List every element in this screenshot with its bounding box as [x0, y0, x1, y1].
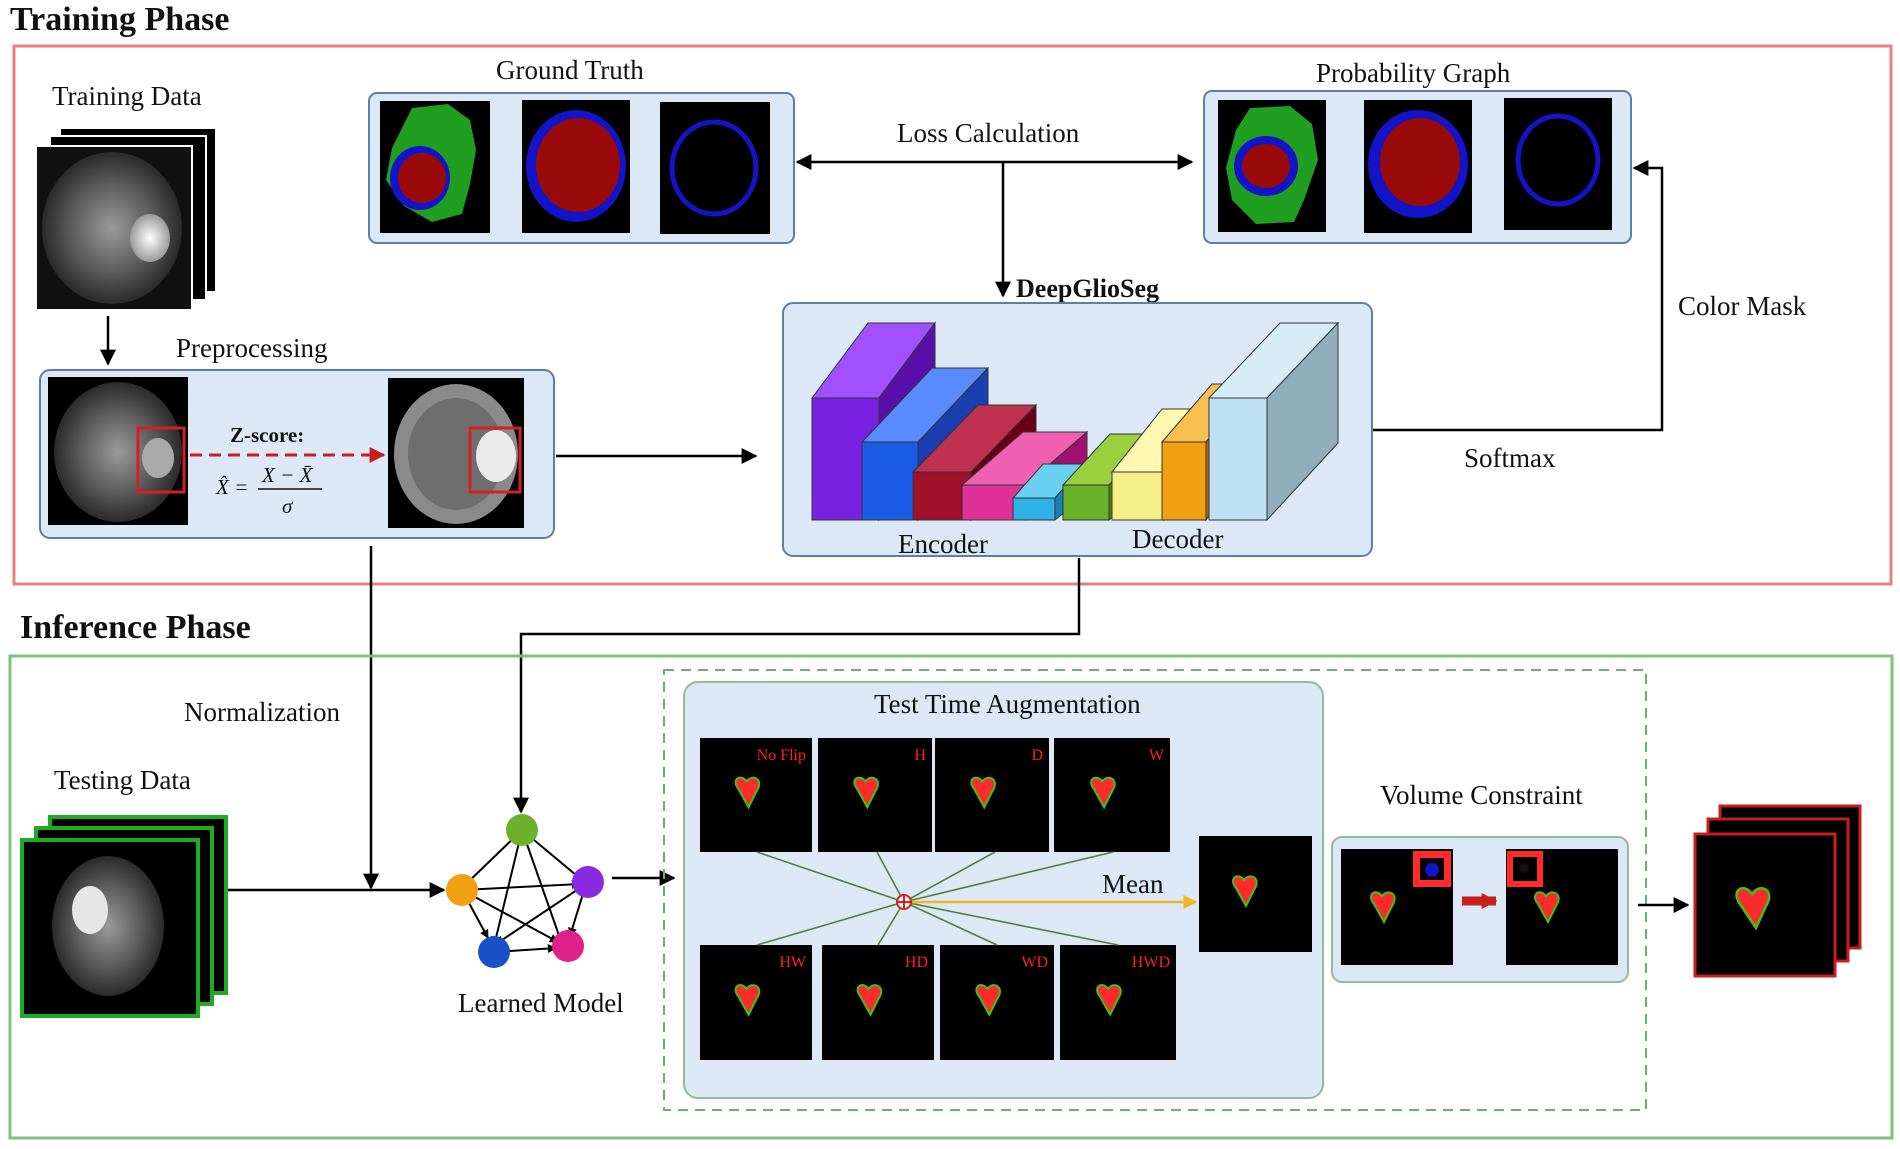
probability-mask-core	[1364, 100, 1472, 233]
ground-truth-label: Ground Truth	[496, 55, 644, 85]
decoder-label: Decoder	[1132, 524, 1223, 554]
svg-text:σ: σ	[282, 494, 294, 518]
tta-tile-background	[1060, 945, 1176, 1060]
volume-after-tile	[1506, 849, 1618, 965]
normalized-mri-slice	[388, 378, 524, 528]
tta-tile-background	[1054, 738, 1170, 852]
tta-title: Test Time Augmentation	[874, 689, 1141, 719]
encoder-decoder-blocks	[811, 321, 1340, 522]
arrow-model-to-learned-model	[513, 558, 1081, 814]
tta-tile-background	[935, 738, 1049, 852]
tta-tumor-mask	[734, 776, 761, 810]
probability-mask-whole	[1218, 100, 1326, 232]
preprocessing-label: Preprocessing	[176, 333, 327, 363]
probability-graph-label: Probability Graph	[1316, 58, 1511, 88]
tta-tumor-mask	[1090, 776, 1116, 810]
tta-tile: H	[818, 738, 932, 852]
ground-truth-mask-whole	[380, 101, 490, 233]
tta-dashed-region	[663, 669, 1647, 1111]
training-data-label: Training Data	[52, 81, 202, 111]
tta-tag: No Flip	[757, 747, 806, 764]
testing-data-stack	[20, 815, 228, 1018]
tta-tumor-mask	[856, 984, 883, 1017]
training-data-stack	[35, 127, 217, 311]
tta-tile-background	[700, 945, 812, 1060]
testing-data-label: Testing Data	[54, 765, 191, 795]
inference-phase-frame	[8, 654, 1894, 1140]
inference-phase-title: Inference Phase	[20, 609, 251, 646]
tta-tag: HWD	[1132, 954, 1170, 971]
tta-tumor-mask	[975, 984, 1001, 1017]
arrow-softmax-color-mask	[1372, 160, 1664, 432]
softmax-label: Softmax	[1464, 443, 1556, 473]
color-mask-label: Color Mask	[1678, 291, 1807, 321]
mean-result-tile	[1199, 836, 1312, 952]
tta-tile: HW	[700, 945, 812, 1060]
zscore-formula: X̂ = X − X̄ σ	[215, 463, 322, 518]
tta-tag: D	[1031, 747, 1043, 764]
tta-tag: W	[1149, 747, 1165, 764]
tta-tile: HD	[822, 945, 934, 1060]
mean-operator	[896, 894, 912, 910]
tta-tile-background	[818, 738, 932, 852]
loss-calculation-label: Loss Calculation	[897, 118, 1080, 148]
learned-model-graph	[446, 814, 604, 968]
training-phase-frame	[12, 44, 1893, 586]
tta-tile: HWD	[1060, 945, 1176, 1060]
encoder-label: Encoder	[898, 529, 988, 559]
tta-fusion-lines	[756, 851, 1119, 946]
tta-tumor-mask	[734, 984, 761, 1017]
tta-tag: HW	[779, 954, 807, 971]
tta-tag: WD	[1021, 954, 1048, 971]
tta-tile-background	[940, 945, 1054, 1060]
svg-text:X − X̄: X − X̄	[261, 463, 313, 487]
tta-tumor-mask	[1096, 984, 1122, 1017]
svg-text:X̂ =: X̂ =	[215, 475, 248, 499]
normalization-label: Normalization	[184, 697, 340, 727]
tta-tile: D	[935, 738, 1049, 852]
tta-tag: H	[914, 747, 926, 764]
tta-tile-background	[700, 738, 812, 852]
raw-mri-slice	[48, 377, 188, 525]
probability-mask-enhancing	[1504, 98, 1612, 230]
zscore-title: Z-score:	[230, 423, 304, 447]
tta-tumor-mask	[970, 776, 996, 810]
output-stack	[1693, 804, 1862, 978]
tta-tumor-mask	[853, 776, 879, 810]
tta-tile: W	[1054, 738, 1170, 852]
ground-truth-mask-core	[522, 100, 630, 233]
tta-tile-background	[822, 945, 934, 1060]
tta-tile: WD	[940, 945, 1054, 1060]
tta-tile: No Flip	[700, 738, 812, 852]
mean-label: Mean	[1102, 869, 1164, 899]
volume-before-tile	[1341, 849, 1453, 965]
training-phase-title: Training Phase	[10, 1, 229, 38]
ground-truth-mask-enhancing	[660, 102, 770, 234]
tta-tag: HD	[905, 954, 928, 971]
model-name-label: DeepGlioSeg	[1016, 274, 1159, 303]
learned-model-label: Learned Model	[458, 988, 624, 1018]
volume-constraint-label: Volume Constraint	[1380, 780, 1583, 810]
